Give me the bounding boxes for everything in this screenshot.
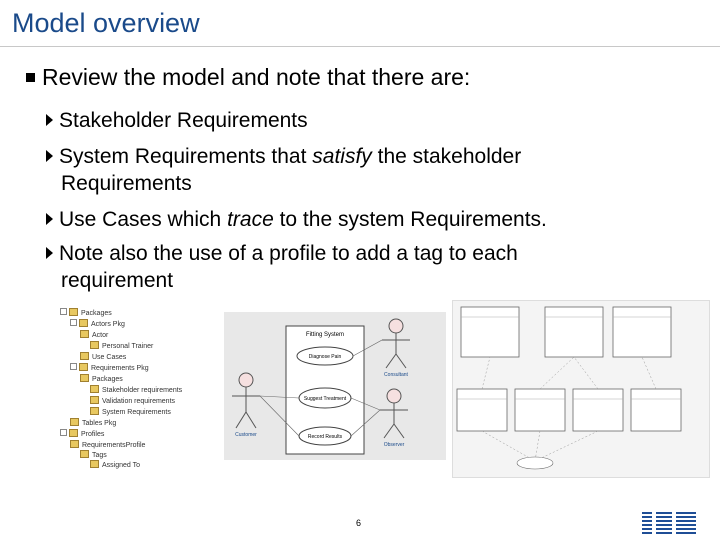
tree-item[interactable]: Packages [60,308,112,317]
tree-item[interactable]: Assigned To [90,460,140,469]
main-bullet-text: Review the model and note that there are… [42,64,471,90]
bullet-stakeholder: Stakeholder Requirements [46,107,686,134]
tree-item[interactable]: Personal Trainer [90,341,153,350]
actor-label: Customer [235,432,257,438]
square-bullet-icon [26,73,35,82]
tag-icon [80,450,89,458]
use-case-label: Diagnose Pain [309,354,342,360]
tree-item-label: Use Cases [92,354,127,361]
bullet-text-tail: the stakeholder [371,145,522,168]
bullet-continuation: requirement [61,269,174,292]
actor-icon [80,330,89,338]
page-number: 6 [356,518,362,528]
tree-item[interactable]: System Requirements [90,407,171,416]
use-case-svg: Fitting System Diagnose Pain Suggest Tre… [232,318,410,455]
tree-item[interactable]: Stakeholder requirements [90,385,182,394]
tree-item[interactable]: Profiles [60,429,104,438]
tag-icon [90,460,99,468]
bullet-use-cases: Use Cases which trace to the system Requ… [46,206,686,233]
tree-item[interactable]: Use Cases [80,352,126,361]
tree-item-label: Validation requirements [102,398,176,405]
folder-icon [79,363,88,371]
tree-item-label: Personal Trainer [102,343,154,350]
triangle-bullet-icon [46,150,53,162]
tree-item-label: Assigned To [102,462,141,469]
use-case-label: Suggest Treatment [304,396,347,402]
tree-item-label: Actor [92,332,109,339]
folder-icon [70,418,79,426]
tree-item-label: Profiles [81,431,105,438]
bullet-emphasis: trace [227,208,274,231]
tree-item[interactable]: Actor [80,330,108,339]
triangle-bullet-icon [46,213,53,225]
tree-item-label: Tables Pkg [82,420,117,427]
slide-title: Model overview [12,8,200,38]
tree-item[interactable]: Packages [80,374,123,383]
actor-label: Consultant [384,372,409,378]
use-case-label: Record Results [308,434,343,440]
folder-icon [69,308,78,316]
tree-item-label: System Requirements [102,409,171,416]
folder-icon [90,396,99,404]
tree-item-label: Packages [81,310,112,317]
triangle-bullet-icon [46,114,53,126]
bullet-profile: Note also the use of a profile to add a … [46,240,686,294]
ibm-logo [640,508,704,541]
bullet-text-tail: to the system Requirements. [273,208,547,231]
tree-item-label: RequirementsProfile [82,442,146,449]
tree-item-label: Packages [92,376,123,383]
tree-item[interactable]: Tags [80,450,107,459]
title-divider [0,46,720,47]
tree-item[interactable]: Requirements Pkg [70,363,149,372]
expand-icon [70,319,77,326]
folder-icon [90,385,99,393]
tree-item[interactable]: Actors Pkg [70,319,125,328]
triangle-bullet-icon [46,247,53,259]
main-bullet: Review the model and note that there are… [26,64,470,91]
tree-item-label: Actors Pkg [91,321,125,328]
folder-icon [79,319,88,327]
folder-icon [69,429,78,437]
folder-icon [90,407,99,415]
bullet-emphasis: satisfy [312,145,372,168]
bullet-system-requirements: System Requirements that satisfy the sta… [46,143,686,197]
use-case-diagram: Fitting System Diagnose Pain Suggest Tre… [224,312,446,460]
requirements-svg [456,306,682,470]
tree-item-label: Requirements Pkg [91,365,149,372]
tree-item-label: Tags [92,452,107,459]
actor-icon [90,341,99,349]
bullet-continuation: Requirements [61,172,192,195]
tree-item[interactable]: RequirementsProfile [70,440,145,449]
system-boundary-label: Fitting System [306,332,344,338]
tree-item[interactable]: Validation requirements [90,396,175,405]
bullet-text: Use Cases which [59,208,228,231]
expand-icon [60,429,67,436]
folder-icon [80,374,89,382]
ibm-logo-svg [642,512,696,534]
requirements-diagram [452,300,710,478]
tree-item[interactable]: Tables Pkg [70,418,116,427]
profile-icon [70,440,79,448]
tree-item-label: Stakeholder requirements [102,387,183,394]
actor-label: Observer [384,442,405,448]
expand-icon [60,308,67,315]
bullet-text: System Requirements that [59,145,313,168]
bullet-text: Note also the use of a profile to add a … [59,242,518,265]
folder-icon [80,352,89,360]
expand-icon [70,363,77,370]
bullet-text: Stakeholder Requirements [59,109,308,132]
model-tree-thumbnail: Packages Actors Pkg Actor Personal Train… [56,300,216,470]
